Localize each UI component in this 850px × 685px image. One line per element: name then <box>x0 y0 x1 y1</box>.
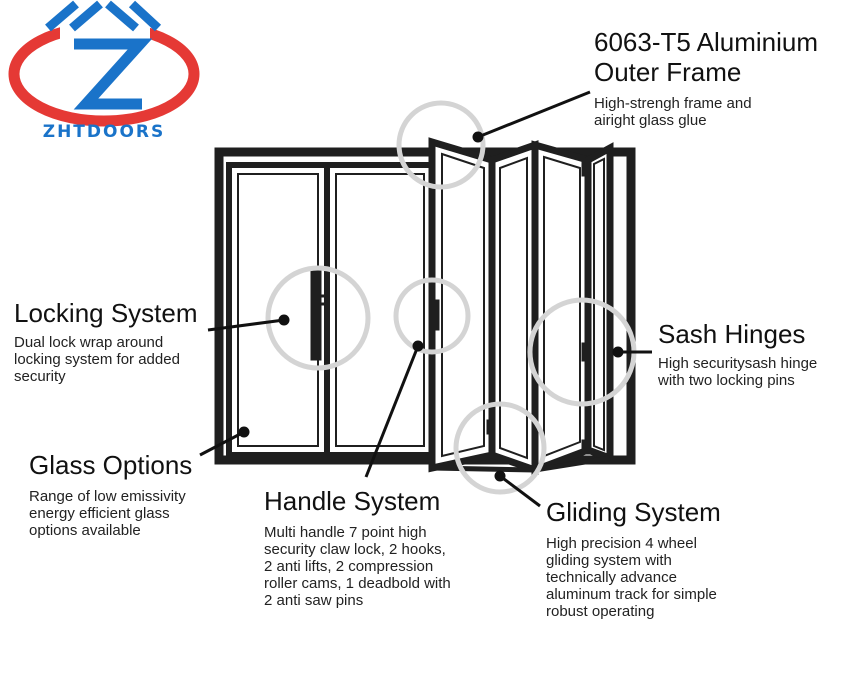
logo-blue-roof <box>45 0 162 32</box>
hinge-top <box>581 159 591 177</box>
leader-locking <box>207 318 285 332</box>
sash-hinges-title: Sash Hinges <box>658 319 806 349</box>
ring-handle <box>393 277 471 355</box>
leader-dot-gliding <box>494 470 506 482</box>
sash-hinges-desc-line1: High securitysash hinge <box>658 355 818 372</box>
ring-gliding <box>453 401 547 495</box>
handle-title: Handle System <box>264 486 441 516</box>
fold-panel-1-glass <box>441 152 485 458</box>
handle-desc-line1: Multi handle 7 point high <box>264 524 427 541</box>
glass-desc-line3: options available <box>29 522 141 539</box>
hinge-small-left <box>486 419 496 435</box>
outer-frame-desc-line2: airight glass glue <box>594 112 707 129</box>
hinge-bottom <box>581 439 591 455</box>
ring-outer-frame <box>396 100 486 190</box>
logo-wordmark: ZHTDOORS <box>43 122 166 142</box>
callout-handle-system: Handle System Multi handle 7 point high … <box>264 486 451 609</box>
glass-desc-line2: energy efficient glass <box>29 505 170 522</box>
handle-desc-line3: 2 anti lifts, 2 compression <box>264 558 434 575</box>
leader-dot-outer-frame <box>472 131 484 143</box>
ring-locking <box>265 265 371 371</box>
glass-title: Glass Options <box>29 450 193 480</box>
gliding-desc-line5: robust operating <box>546 603 655 620</box>
glass-desc-line1: Range of low emissivity <box>29 488 186 505</box>
locking-desc-line1: Dual lock wrap around <box>14 334 164 351</box>
outer-frame-title-line1: 6063-T5 Aluminium <box>594 27 818 57</box>
fold-handle <box>432 299 440 331</box>
lock-plate <box>310 267 322 361</box>
gliding-desc-line3: technically advance <box>546 569 677 586</box>
outer-frame-title-line2: Outer Frame <box>594 57 742 87</box>
handle-desc-line5: 2 anti saw pins <box>264 592 364 609</box>
outer-frame-desc-line1: High-strengh frame and <box>594 95 752 112</box>
zhtdoors-logo: ZHTDOORS <box>8 0 200 142</box>
hinge-mid <box>581 342 591 362</box>
gliding-desc-line4: aluminum track for simple <box>546 586 717 603</box>
locking-desc-line2: locking system for added <box>14 351 180 368</box>
logo-blue-z <box>73 38 153 110</box>
callout-rings <box>265 100 637 495</box>
gliding-title: Gliding System <box>546 497 721 527</box>
callout-glass-options: Glass Options Range of low emissivity en… <box>29 450 192 539</box>
leader-dot-locking <box>278 314 290 326</box>
left-panel-glass <box>237 173 319 447</box>
floor-track <box>431 455 611 473</box>
sash-hinges-desc-line2: with two locking pins <box>658 372 795 389</box>
fold-panel-3-glass <box>543 155 581 458</box>
locking-desc-line3: security <box>14 368 66 385</box>
middle-panel-sash <box>324 162 435 458</box>
door-frame <box>214 137 636 476</box>
middle-panel-glass <box>335 173 425 447</box>
fold-panel-2-glass <box>499 156 528 460</box>
leader-handle <box>364 345 420 478</box>
fold-panel-2 <box>488 140 539 475</box>
callout-outer-frame: 6063-T5 Aluminium Outer Frame High-stren… <box>594 27 818 129</box>
locking-title: Locking System <box>14 298 198 328</box>
leader-gliding <box>499 474 541 508</box>
leader-dot-glass <box>238 426 250 438</box>
leader-outer-frame <box>477 90 591 139</box>
leader-lines <box>199 90 652 508</box>
leader-dot-handle <box>412 340 424 352</box>
handle-desc-line4: roller cams, 1 deadbold with <box>264 575 451 592</box>
callout-locking: Locking System Dual lock wrap around loc… <box>14 298 198 385</box>
handle-desc-line2: security claw lock, 2 hooks, <box>264 541 446 558</box>
door-handle <box>318 294 328 306</box>
outer-frame <box>214 147 636 465</box>
callout-gliding-system: Gliding System High precision 4 wheel gl… <box>546 497 721 620</box>
gliding-desc-line1: High precision 4 wheel <box>546 535 697 552</box>
leader-dot-sash <box>612 346 624 358</box>
leader-glass <box>199 430 245 457</box>
callout-sash-hinges: Sash Hinges High securitysash hinge with… <box>658 319 817 389</box>
gliding-desc-line2: gliding system with <box>546 552 672 569</box>
fold-panel-4-glass <box>593 157 605 452</box>
